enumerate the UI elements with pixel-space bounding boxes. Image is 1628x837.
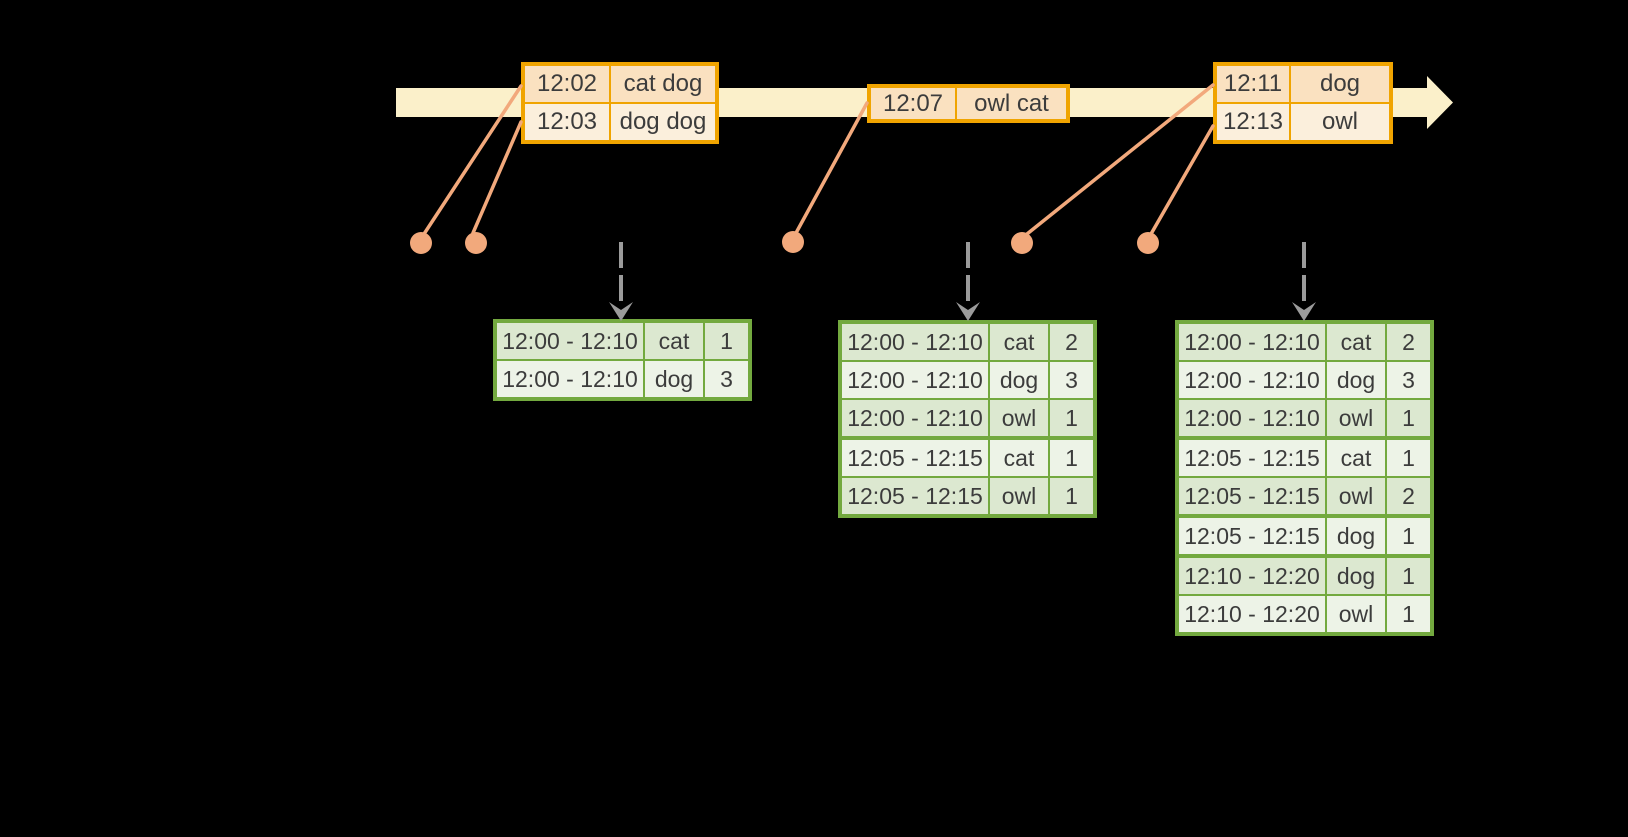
table-row: 12:00 - 12:10 dog 3 bbox=[1179, 362, 1430, 398]
count-cell: 2 bbox=[1387, 324, 1430, 360]
word-cell: cat bbox=[990, 440, 1048, 476]
word-cell: cat bbox=[1327, 324, 1385, 360]
table-row: 12:10 - 12:20 dog 1 bbox=[1179, 558, 1430, 594]
event-time-cell: 12:02 bbox=[525, 66, 609, 102]
count-cell: 2 bbox=[1050, 324, 1093, 360]
event-line-1 bbox=[422, 84, 523, 236]
event-table-3: 12:11 dog 12:13 owl bbox=[1213, 62, 1393, 144]
count-cell: 1 bbox=[1387, 518, 1430, 554]
table-row: 12:05 - 12:15 owl 1 bbox=[842, 478, 1093, 514]
window-cell: 12:05 - 12:15 bbox=[842, 478, 988, 514]
table-row: 12:00 - 12:10 cat 1 bbox=[497, 323, 748, 359]
word-cell: owl bbox=[1327, 596, 1385, 632]
event-line-3 bbox=[794, 101, 869, 235]
result-table-2: 12:00 - 12:10 cat 2 12:00 - 12:10 dog 3 … bbox=[838, 320, 1097, 518]
table-row: 12:00 - 12:10 owl 1 bbox=[842, 400, 1093, 436]
count-cell: 1 bbox=[1050, 478, 1093, 514]
window-cell: 12:05 - 12:15 bbox=[1179, 518, 1325, 554]
table-row: 12:02 cat dog bbox=[525, 66, 715, 102]
result-table-3: 12:00 - 12:10 cat 2 12:00 - 12:10 dog 3 … bbox=[1175, 320, 1434, 636]
event-words-cell: owl cat bbox=[957, 88, 1066, 119]
window-cell: 12:00 - 12:10 bbox=[842, 400, 988, 436]
count-cell: 1 bbox=[1387, 558, 1430, 594]
table-row: 12:00 - 12:10 owl 1 bbox=[1179, 400, 1430, 436]
word-cell: dog bbox=[1327, 518, 1385, 554]
event-time-cell: 12:03 bbox=[525, 104, 609, 140]
timeline-arrowhead-icon bbox=[1427, 76, 1453, 129]
window-cell: 12:05 - 12:15 bbox=[1179, 478, 1325, 514]
word-cell: dog bbox=[1327, 362, 1385, 398]
table-row: 12:05 - 12:15 cat 1 bbox=[842, 440, 1093, 476]
window-cell: 12:00 - 12:10 bbox=[842, 324, 988, 360]
word-cell: owl bbox=[990, 478, 1048, 514]
count-cell: 2 bbox=[1387, 478, 1430, 514]
event-dot-4 bbox=[1011, 232, 1033, 254]
window-cell: 12:10 - 12:20 bbox=[1179, 596, 1325, 632]
table-row: 12:03 dog dog bbox=[525, 104, 715, 140]
table-row: 12:00 - 12:10 dog 3 bbox=[497, 361, 748, 397]
event-words-cell: dog bbox=[1291, 66, 1389, 102]
event-time-cell: 12:13 bbox=[1217, 104, 1289, 140]
event-time-cell: 12:11 bbox=[1217, 66, 1289, 102]
window-cell: 12:00 - 12:10 bbox=[497, 323, 643, 359]
word-cell: owl bbox=[990, 400, 1048, 436]
table-row: 12:10 - 12:20 owl 1 bbox=[1179, 596, 1430, 632]
event-table-2: 12:07 owl cat bbox=[867, 84, 1070, 123]
table-row: 12:13 owl bbox=[1217, 104, 1389, 140]
window-cell: 12:00 - 12:10 bbox=[842, 362, 988, 398]
event-dot-1 bbox=[410, 232, 432, 254]
word-cell: owl bbox=[1327, 478, 1385, 514]
word-cell: dog bbox=[645, 361, 703, 397]
table-row: 12:00 - 12:10 cat 2 bbox=[842, 324, 1093, 360]
event-dot-5 bbox=[1137, 232, 1159, 254]
count-cell: 1 bbox=[1050, 400, 1093, 436]
window-cell: 12:00 - 12:10 bbox=[497, 361, 643, 397]
table-row: 12:00 - 12:10 dog 3 bbox=[842, 362, 1093, 398]
count-cell: 1 bbox=[705, 323, 748, 359]
count-cell: 1 bbox=[1387, 400, 1430, 436]
table-row: 12:05 - 12:15 owl 2 bbox=[1179, 478, 1430, 514]
event-words-cell: cat dog bbox=[611, 66, 715, 102]
count-cell: 3 bbox=[1050, 362, 1093, 398]
count-cell: 1 bbox=[1050, 440, 1093, 476]
event-words-cell: owl bbox=[1291, 104, 1389, 140]
word-cell: dog bbox=[990, 362, 1048, 398]
result-table-1: 12:00 - 12:10 cat 1 12:00 - 12:10 dog 3 bbox=[493, 319, 752, 401]
word-cell: cat bbox=[645, 323, 703, 359]
event-words-cell: dog dog bbox=[611, 104, 715, 140]
word-cell: cat bbox=[1327, 440, 1385, 476]
trigger-arrowhead-icon bbox=[956, 302, 980, 321]
event-dot-3 bbox=[782, 231, 804, 253]
count-cell: 3 bbox=[705, 361, 748, 397]
trigger-arrowhead-icon bbox=[1292, 302, 1316, 321]
count-cell: 3 bbox=[1387, 362, 1430, 398]
table-row: 12:00 - 12:10 cat 2 bbox=[1179, 324, 1430, 360]
event-line-2 bbox=[471, 120, 523, 235]
window-cell: 12:00 - 12:10 bbox=[1179, 362, 1325, 398]
window-cell: 12:10 - 12:20 bbox=[1179, 558, 1325, 594]
count-cell: 1 bbox=[1387, 440, 1430, 476]
word-cell: cat bbox=[990, 324, 1048, 360]
event-dot-2 bbox=[465, 232, 487, 254]
word-cell: owl bbox=[1327, 400, 1385, 436]
window-cell: 12:05 - 12:15 bbox=[842, 440, 988, 476]
count-cell: 1 bbox=[1387, 596, 1430, 632]
table-row: 12:05 - 12:15 dog 1 bbox=[1179, 518, 1430, 554]
event-time-cell: 12:07 bbox=[871, 88, 955, 119]
table-row: 12:11 dog bbox=[1217, 66, 1389, 102]
event-line-5 bbox=[1149, 124, 1215, 236]
window-cell: 12:05 - 12:15 bbox=[1179, 440, 1325, 476]
window-cell: 12:00 - 12:10 bbox=[1179, 400, 1325, 436]
table-row: 12:05 - 12:15 cat 1 bbox=[1179, 440, 1430, 476]
event-table-1: 12:02 cat dog 12:03 dog dog bbox=[521, 62, 719, 144]
table-row: 12:07 owl cat bbox=[871, 88, 1066, 119]
word-cell: dog bbox=[1327, 558, 1385, 594]
window-cell: 12:00 - 12:10 bbox=[1179, 324, 1325, 360]
